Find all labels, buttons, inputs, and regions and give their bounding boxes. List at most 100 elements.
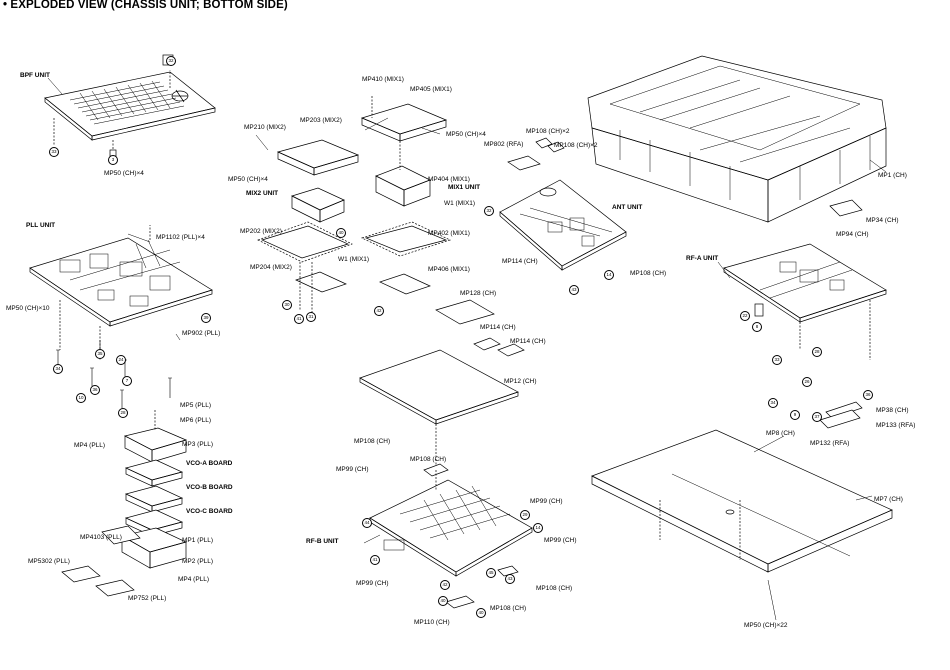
vco-a-board-label: VCO-A BOARD	[186, 460, 233, 467]
pll-unit-label: PLL UNIT	[26, 222, 56, 229]
part-label: MP204 (MIX2)	[250, 264, 292, 271]
callout-number: 28	[812, 347, 822, 357]
part-label: MP108 (CH)×2	[554, 142, 598, 149]
callout-number: 42	[374, 306, 384, 316]
callout-number: 34	[768, 398, 778, 408]
callout-number: 41	[370, 555, 380, 565]
part-label: MP1 (CH)	[878, 172, 907, 179]
mix1-unit-label: MIX1 UNIT	[448, 184, 481, 191]
part-label: W1 (MIX1)	[444, 200, 476, 207]
part-label: MP38 (CH)	[876, 407, 909, 414]
part-label: MP1102 (PLL)×4	[156, 234, 205, 241]
callout-number: 35	[95, 349, 105, 359]
part-label: MP108 (CH)	[630, 270, 667, 277]
bottom-plate	[591, 429, 893, 573]
part-label: MP405 (MIX1)	[410, 86, 452, 93]
part-label: MP4103 (PLL)	[80, 534, 122, 541]
callout-number: 41	[294, 314, 304, 324]
part-label: MP108 (CH)	[536, 585, 573, 592]
pll-unit-board	[29, 225, 213, 360]
part-label: W1 (MIX1)	[338, 256, 370, 263]
callout-number: 33	[772, 355, 782, 365]
callout-number: 9	[790, 410, 800, 420]
pll-spacers	[56, 340, 172, 408]
part-label: MP50 (CH)×22	[744, 622, 788, 629]
rf-a-unit-board	[723, 243, 887, 429]
callout-number: 33	[49, 147, 59, 157]
callout-number: 7	[122, 376, 132, 386]
part-label: MP752 (PLL)	[128, 595, 167, 602]
callout-number: 39	[201, 313, 211, 323]
callout-number: 37	[812, 412, 822, 422]
chassis-frame	[587, 55, 887, 223]
callout-number: 8	[752, 322, 762, 332]
part-label: MP114 (CH)	[480, 324, 516, 331]
part-label: MP94 (CH)	[836, 231, 869, 238]
callout-number: 10	[76, 393, 86, 403]
part-label: MP99 (CH)	[356, 580, 389, 587]
part-label: MP404 (MIX1)	[428, 176, 470, 183]
callout-number: 26	[802, 377, 812, 387]
part-label: MP2 (PLL)	[182, 558, 214, 565]
callout-number: 42	[440, 580, 450, 590]
bpf-unit-board	[44, 54, 216, 157]
callout-number: 36	[863, 390, 873, 400]
vco-b-board-label: VCO-B BOARD	[186, 484, 233, 491]
part-label: MP902 (PLL)	[182, 330, 221, 337]
callout-number: 40	[438, 596, 448, 606]
callout-number: 43	[569, 285, 579, 295]
part-label: MP34 (CH)	[866, 217, 899, 224]
part-label: MP114 (CH)	[502, 258, 538, 265]
callout-number: 29	[520, 510, 530, 520]
part-label: MP410 (MIX1)	[362, 76, 404, 83]
callout-number: 40	[336, 228, 346, 238]
part-label: MP406 (MIX1)	[428, 266, 470, 273]
callout-number: 3	[108, 155, 118, 165]
callout-number: 34	[53, 364, 63, 374]
callout-number: 44	[362, 518, 372, 528]
part-label: MP6 (PLL)	[180, 417, 212, 424]
rf-a-unit-label: RF-A UNIT	[686, 255, 719, 262]
part-label: MP108 (CH)	[410, 456, 447, 463]
callout-number: 36	[90, 385, 100, 395]
part-label: MP1 (PLL)	[182, 537, 214, 544]
part-label: MP802 (RFA)	[484, 141, 524, 148]
callout-number: 30	[282, 300, 292, 310]
part-label: MP12 (CH)	[504, 378, 537, 385]
vco-c-board-label: VCO-C BOARD	[186, 508, 233, 515]
mix2-unit	[257, 139, 360, 320]
callout-number: 31	[306, 312, 316, 322]
callout-number: 28	[118, 408, 128, 418]
rf-b-unit-label: RF-B UNIT	[306, 538, 339, 545]
ant-unit-label: ANT UNIT	[612, 204, 643, 211]
mix2-unit-label: MIX2 UNIT	[246, 190, 279, 197]
part-label: MP5 (PLL)	[180, 402, 212, 409]
part-label: MP210 (MIX2)	[244, 124, 286, 131]
part-label: MP128 (CH)	[460, 290, 497, 297]
part-label: MP8 (CH)	[766, 430, 795, 437]
part-label: MP402 (MIX1)	[428, 230, 470, 237]
part-label: MP108 (CH)	[354, 438, 391, 445]
part-label: MP50 (CH)×4	[446, 131, 486, 138]
leader-lines	[47, 77, 887, 621]
center-shield-panel	[359, 299, 525, 470]
part-label: MP99 (CH)	[530, 498, 563, 505]
part-label: MP3 (PLL)	[182, 441, 214, 448]
part-label: MP5302 (PLL)	[28, 558, 70, 565]
part-label: MP110 (CH)	[414, 619, 450, 626]
part-label: MP50 (CH)×10	[6, 305, 50, 312]
mix1-unit	[360, 96, 451, 295]
callout-number: 43	[505, 574, 515, 584]
part-label: MP114 (CH)	[510, 338, 546, 345]
vco-stack	[61, 410, 188, 597]
part-label: MP108 (CH)	[490, 605, 527, 612]
part-label: MP50 (CH)×4	[104, 170, 144, 177]
part-label: MP202 (MIX2)	[240, 228, 282, 235]
part-label: MP99 (CH)	[544, 537, 577, 544]
part-label: MP99 (CH)	[336, 466, 369, 473]
part-label: MP4 (PLL)	[74, 442, 106, 449]
part-label: MP133 (RFA)	[876, 422, 916, 429]
part-label: MP132 (RFA)	[810, 440, 850, 447]
part-label: MP108 (CH)×2	[526, 128, 570, 135]
